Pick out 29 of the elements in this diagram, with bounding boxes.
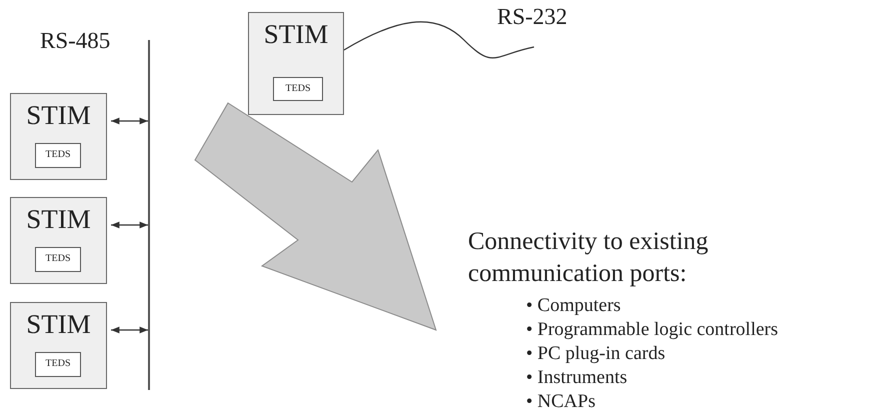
- heading: Connectivity to existing communication ports:: [468, 227, 710, 289]
- box-label: TEDS: [284, 82, 312, 96]
- module-box: [10, 93, 107, 180]
- list-item: • Instruments: [526, 366, 628, 390]
- edge-label: RS-232: [497, 4, 568, 30]
- module-box: [10, 197, 107, 284]
- inner-box: [35, 247, 81, 272]
- cable: [344, 21, 534, 58]
- box-label: STIM: [25, 204, 92, 234]
- inner-box: [35, 352, 81, 377]
- arrow: [111, 222, 148, 228]
- box-label: STIM: [25, 100, 92, 130]
- box-label: STIM: [262, 19, 330, 49]
- bus-line: [148, 40, 150, 390]
- list-item: • NCAPs: [526, 390, 596, 414]
- list-item: • Programmable logic controllers: [526, 318, 778, 342]
- box-label: TEDS: [44, 148, 72, 162]
- list-item: • PC plug-in cards: [526, 342, 666, 366]
- arrow: [111, 118, 148, 124]
- inner-box: [273, 77, 323, 101]
- box-label: STIM: [25, 309, 92, 339]
- bus-label: RS-485: [40, 28, 110, 54]
- arrow: [111, 326, 148, 334]
- module-box: [248, 12, 344, 115]
- box-label: TEDS: [44, 357, 72, 371]
- module-box: [10, 302, 107, 389]
- box-label: TEDS: [44, 252, 72, 266]
- list-item: • Computers: [526, 294, 622, 318]
- inner-box: [35, 143, 81, 168]
